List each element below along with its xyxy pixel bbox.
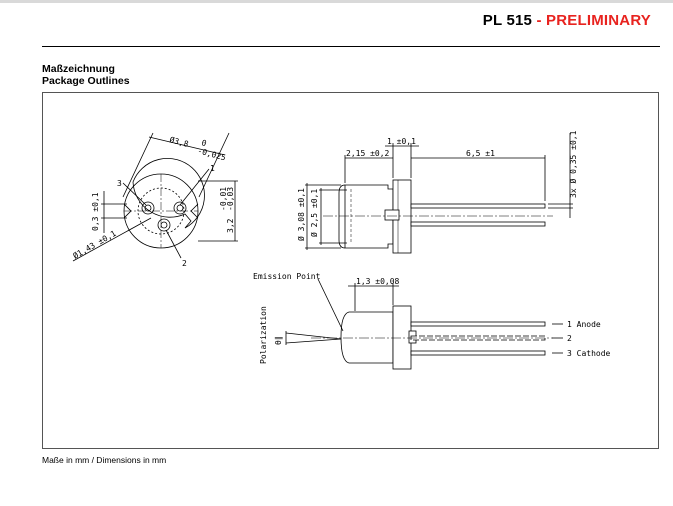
front-pin-circle-dim: Ø1,43 ±0,1 <box>71 228 118 261</box>
leader-pin-2 <box>165 229 182 259</box>
pin-3-outer <box>141 201 155 215</box>
theta-label: θ∥ <box>274 336 283 345</box>
side-dim-window-dia: Ø 2,5 ±0,1 <box>309 189 319 237</box>
front-tol-upper: 0 <box>200 138 207 148</box>
side-dim-cap-dia: Ø 3,08 ±0,1 <box>296 188 306 241</box>
front-tol-lower: -0,025 <box>196 146 226 162</box>
front-pin-1-label: 1 <box>210 164 215 173</box>
title-separator: - <box>532 12 547 29</box>
emission-leader <box>317 278 344 332</box>
bottom-cap <box>340 311 394 364</box>
section-title-de: Maßzeichnung <box>42 63 115 75</box>
pin-2-inner <box>160 221 168 229</box>
emission-point-label: Emission Point <box>253 272 321 281</box>
status-label: PRELIMINARY <box>546 12 651 29</box>
pin-1-anode-label: 1 Anode <box>567 320 601 329</box>
package-outline-drawing: Ø3,8 0 -0,025 1 2 3 0,3 ±0,1 3,2 -0,01 -… <box>42 92 659 449</box>
beam-lower <box>285 338 342 344</box>
dia-ext-line-1 <box>122 132 154 198</box>
bottom-dim-emission: 1,3 ±0,08 <box>356 277 400 286</box>
pin-1-outer <box>173 201 187 215</box>
front-height-dim: 3,2 <box>226 218 235 233</box>
side-cap-rounded <box>338 184 346 249</box>
product-name: PL 515 <box>482 12 533 29</box>
pin-2-outer <box>157 218 171 232</box>
page-title: PL 515 - PRELIMINARY <box>483 12 651 29</box>
pin-2-label: 2 <box>567 334 572 343</box>
front-height-tol-upper: -0,01 <box>219 187 228 211</box>
lead-bottom <box>410 221 546 227</box>
section-title-en: Package Outlines <box>42 75 130 87</box>
leader-pin-1 <box>179 168 210 206</box>
leader-pin-3 <box>122 182 147 206</box>
dia-dim-line <box>148 136 226 156</box>
front-diameter-label: Ø3,8 <box>168 134 189 149</box>
front-pin-3-label: 3 <box>117 179 122 188</box>
beam-upper <box>285 332 342 340</box>
header-divider <box>42 46 660 47</box>
bottom-view <box>285 278 563 370</box>
lead-top <box>410 203 546 209</box>
bottom-lead-1 <box>410 321 546 327</box>
side-dim-1: 1 ±0,1 <box>387 137 416 146</box>
side-dim-lead-dia: 3x Ø 0,35 ±0,1 <box>568 130 578 198</box>
bottom-lead-3 <box>410 350 546 356</box>
section-heading: Maßzeichnung Package Outlines <box>42 63 130 87</box>
side-dim-flange: 2,15 ±0,2 <box>346 149 390 158</box>
pin-3-cathode-label: 3 Cathode <box>567 349 611 358</box>
front-height-tol-lower: -0,03 <box>226 187 235 211</box>
side-view <box>305 133 573 254</box>
front-pin-2-label: 2 <box>182 259 187 268</box>
dia-ext-line-2 <box>198 132 230 198</box>
dimensions-caption: Maße in mm / Dimensions in mm <box>42 455 167 465</box>
bottom-flange <box>392 305 412 370</box>
front-flat-dim: 0,3 ±0,1 <box>91 192 100 231</box>
front-view <box>72 132 238 262</box>
side-dim-leads: 6,5 ±1 <box>466 149 495 158</box>
side-stub <box>384 209 400 221</box>
polarization-label: Polarization <box>259 306 268 364</box>
outline-drawing-svg: Ø3,8 0 -0,025 1 2 3 0,3 ±0,1 3,2 -0,01 -… <box>71 130 611 370</box>
pin-circle-leader <box>72 217 152 262</box>
top-rule <box>0 0 673 3</box>
